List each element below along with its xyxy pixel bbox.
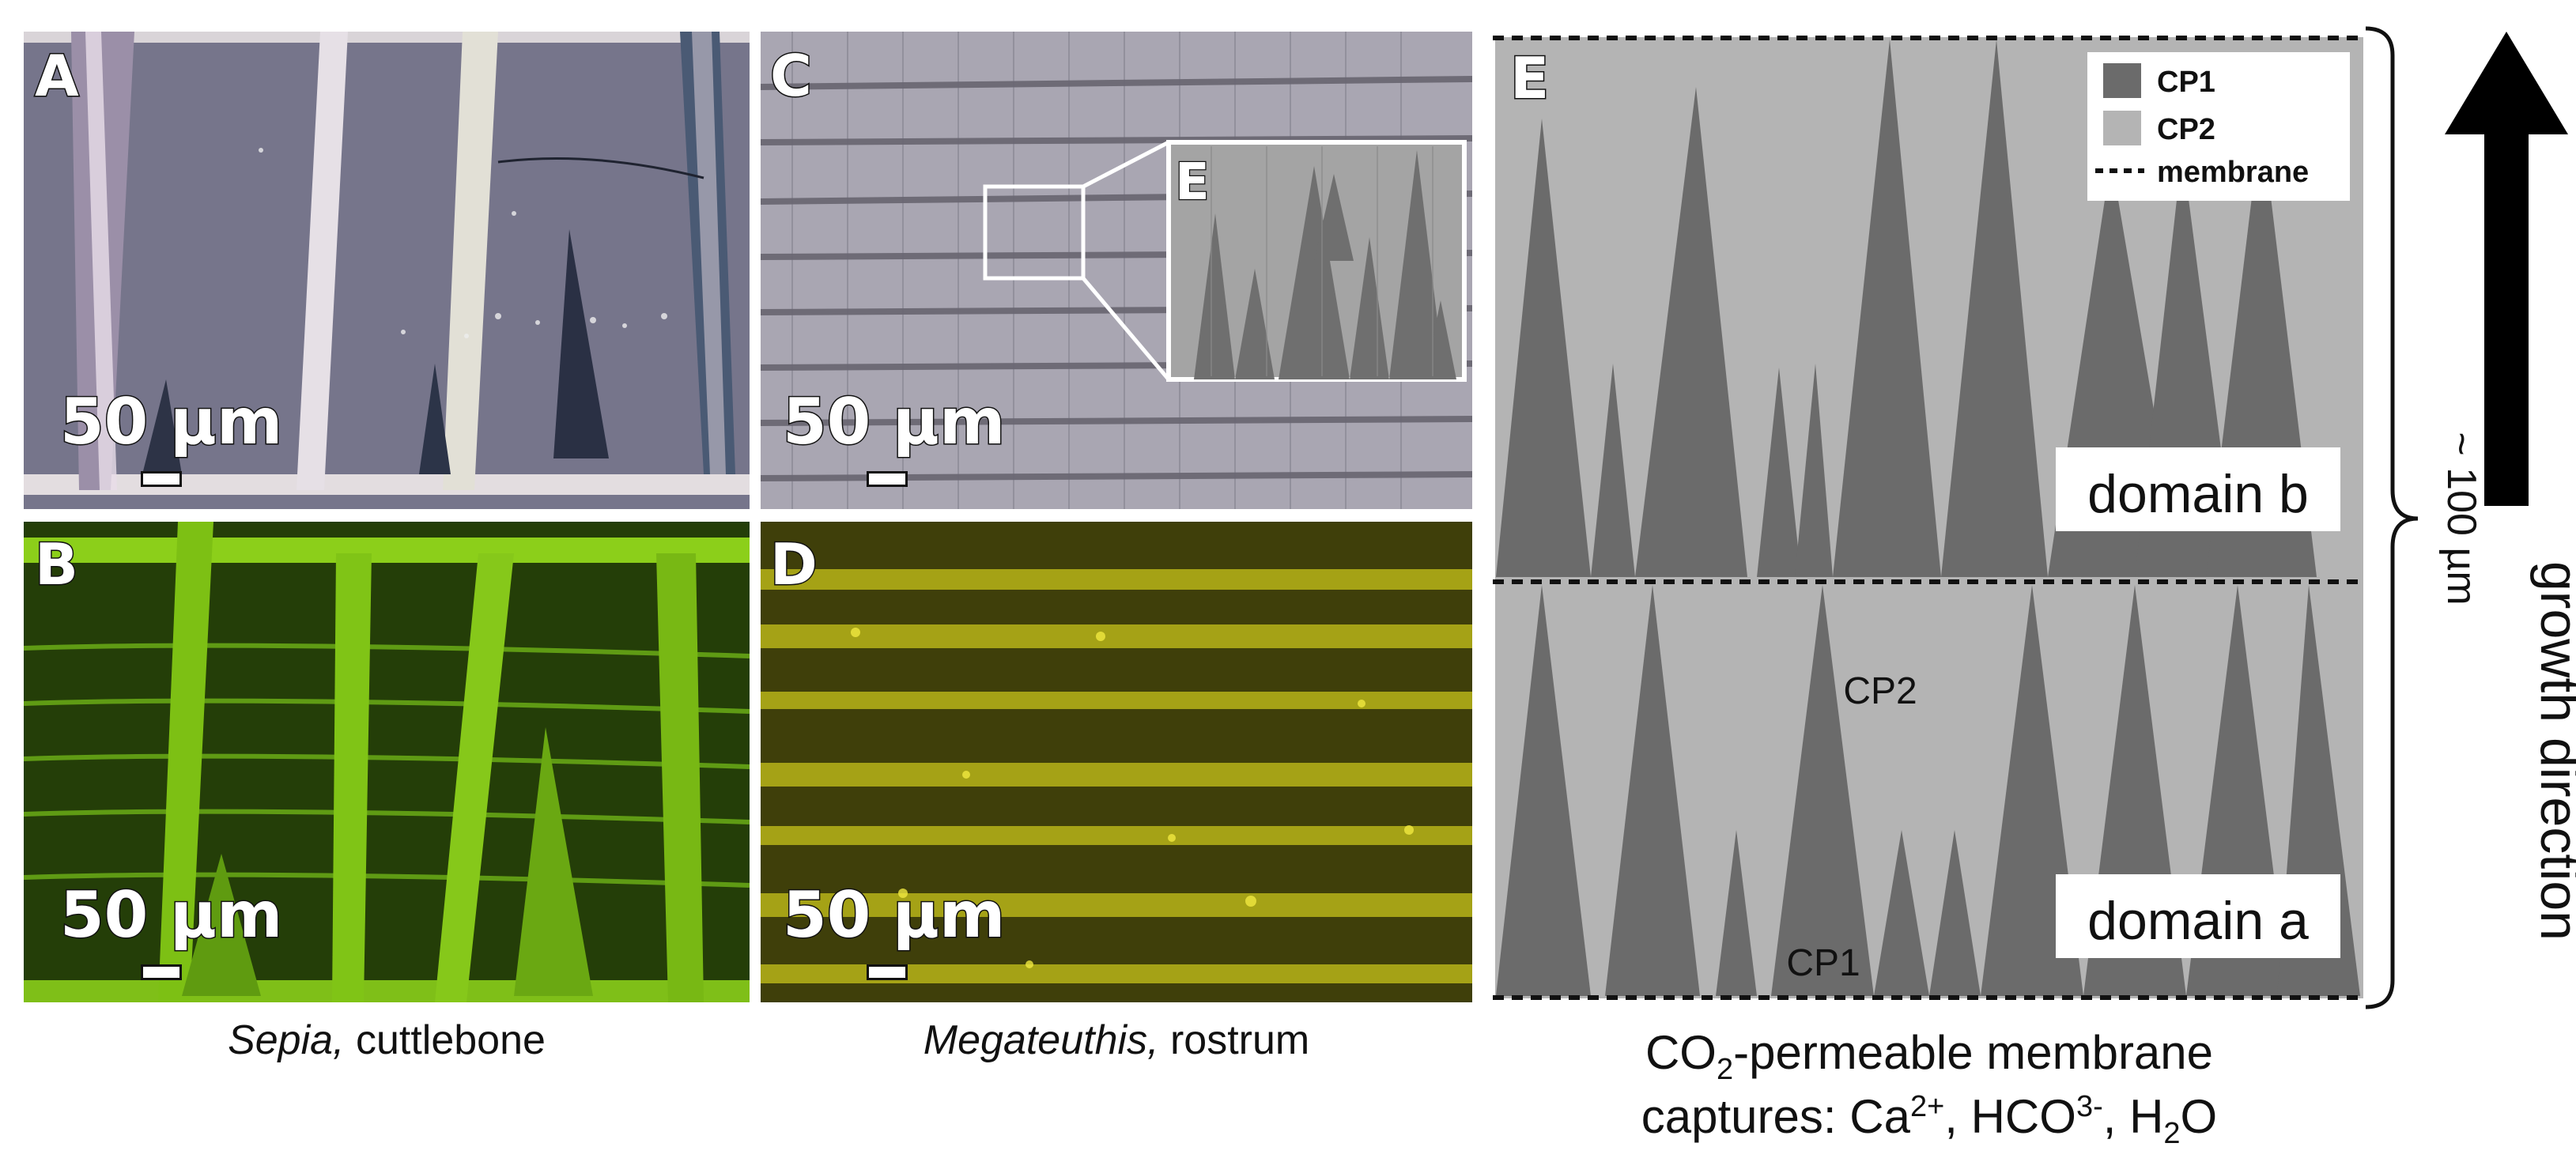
panel-letter: D <box>769 531 819 598</box>
legend-swatch-cp2 <box>2103 111 2141 145</box>
panel-c: E C 50 µm <box>761 32 1472 509</box>
size-label: ~ 100 µm <box>2438 432 2484 605</box>
domain-a-label: domain a <box>2087 891 2309 951</box>
cp1-label: CP1 <box>1786 942 1860 984</box>
caption-superscript: 2+ <box>1909 1089 1945 1123</box>
caption-text: captures: Ca <box>1641 1089 1910 1143</box>
domain-b-crystals <box>1496 40 2317 577</box>
domain-a-label-box <box>2056 874 2340 958</box>
legend-label-membrane: membrane <box>2157 156 2309 189</box>
caption-membrane: CO2-permeable membrane captures: Ca2+, H… <box>1493 1024 2366 1152</box>
caption-membrane-line2: captures: Ca2+, HCO3-, H2O <box>1493 1088 2366 1153</box>
caption-text: , HCO <box>1944 1089 2076 1143</box>
domain-b-label: domain b <box>2087 464 2309 524</box>
scale-label: 50 µm <box>59 878 283 952</box>
legend-label-cp1: CP1 <box>2157 66 2215 99</box>
scale-bar <box>867 964 908 980</box>
caption-megateuthis: Megateuthis, rostrum <box>761 1020 1472 1061</box>
caption-structure: rostrum <box>1169 1017 1310 1063</box>
scale-label: 50 µm <box>781 385 1006 458</box>
panel-c-micrograph: E <box>761 32 1472 509</box>
panel-letter: B <box>34 531 80 598</box>
cp2-background <box>1493 35 2366 1001</box>
scale-bar <box>867 471 908 487</box>
legend-label-cp2: CP2 <box>2157 113 2215 146</box>
caption-sepia: Sepia, cuttlebone <box>0 1020 773 1061</box>
caption-superscript: 3- <box>2076 1089 2103 1123</box>
legend-box <box>2087 52 2350 201</box>
scale-label: 50 µm <box>59 385 283 458</box>
caption-text: O <box>2180 1089 2218 1143</box>
inset-letter: E <box>1175 153 1210 212</box>
caption-text: -permeable membrane <box>1733 1026 2214 1079</box>
caption-subscript: 2 <box>1716 1053 1734 1086</box>
panel-d-micrograph <box>761 522 1472 1002</box>
panel-letter: E <box>1510 45 1549 111</box>
panel-letter: C <box>769 43 814 109</box>
caption-structure: cuttlebone <box>355 1017 546 1063</box>
domain-a-crystals <box>1496 585 2360 996</box>
panel-b-micrograph <box>24 522 750 1002</box>
legend-swatch-cp1 <box>2103 63 2141 98</box>
panel-b: B 50 µm <box>24 522 750 1002</box>
domain-b-label-box <box>2056 447 2340 531</box>
caption-text: CO <box>1645 1026 1717 1079</box>
caption-subscript: 2 <box>2163 1116 2181 1150</box>
panel-a: A 50 µm <box>24 32 750 509</box>
cp2-label: CP2 <box>1843 670 1917 712</box>
scale-label: 50 µm <box>781 878 1006 952</box>
caption-text: , H <box>2102 1089 2164 1143</box>
caption-membrane-line1: CO2-permeable membrane <box>1493 1024 2366 1088</box>
scale-bar <box>141 964 182 980</box>
panel-d: D 50 µm <box>761 522 1472 1002</box>
growth-arrow <box>2445 32 2568 506</box>
membrane-lines <box>1493 36 2366 1000</box>
panel-letter: A <box>34 43 81 109</box>
panel-a-micrograph <box>24 32 750 509</box>
caption-genus: Megateuthis, <box>923 1017 1159 1063</box>
scale-bar <box>141 471 182 487</box>
size-brace <box>2365 26 2419 1009</box>
growth-direction-label: growth direction <box>2529 561 2576 941</box>
caption-genus: Sepia, <box>228 1017 345 1063</box>
